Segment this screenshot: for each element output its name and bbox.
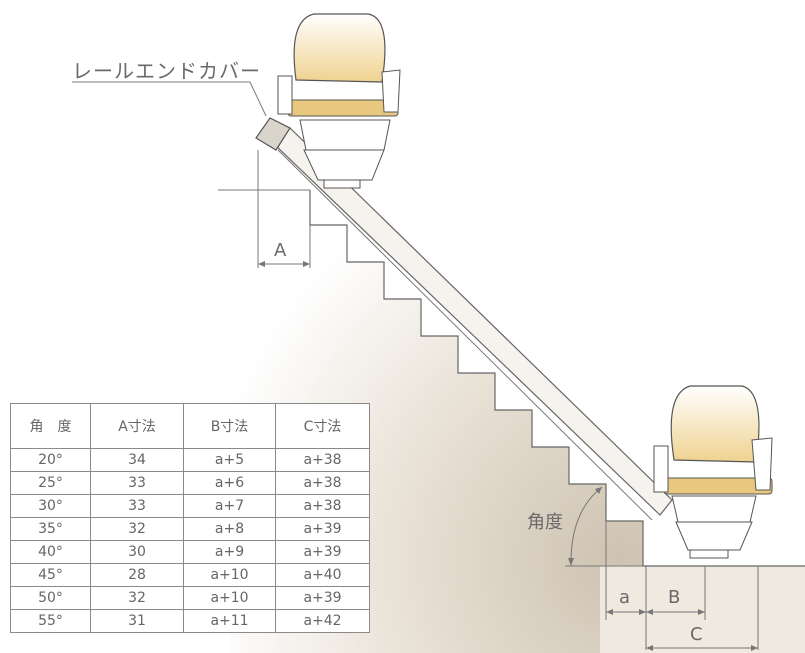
- table-cell: 30°: [10, 494, 91, 518]
- table-cell: a+11: [183, 609, 276, 633]
- table-cell: 32: [90, 517, 184, 541]
- table-cell: 35°: [10, 517, 91, 541]
- stairlift-chair-top: [277, 13, 401, 189]
- table-cell: 50°: [10, 586, 91, 610]
- stairlift-chair-bottom: [653, 385, 773, 559]
- table-cell: 40°: [10, 540, 91, 564]
- table-cell: a+6: [183, 471, 276, 495]
- table-cell: a+40: [275, 563, 370, 587]
- table-cell: a+42: [275, 609, 370, 633]
- table-cell: a+10: [183, 586, 276, 610]
- table-cell: a+9: [183, 540, 276, 564]
- angle-arc: [570, 486, 603, 567]
- table-cell: a+38: [275, 494, 370, 518]
- header-b-dimension: B寸法: [183, 403, 276, 449]
- table-cell: a+39: [275, 540, 370, 564]
- header-angle: 角 度: [10, 403, 91, 449]
- table-cell: a+39: [275, 517, 370, 541]
- table-cell: 20°: [10, 448, 91, 472]
- dimension-B-label: B: [668, 587, 681, 608]
- table-cell: a+38: [275, 471, 370, 495]
- table-cell: 25°: [10, 471, 91, 495]
- table-cell: 32: [90, 586, 184, 610]
- dimension-C-label: C: [690, 624, 703, 645]
- stair-wall-shading: [230, 190, 805, 653]
- table-cell: 31: [90, 609, 184, 633]
- table-cell: a+5: [183, 448, 276, 472]
- table-cell: a+10: [183, 563, 276, 587]
- table-cell: 33: [90, 471, 184, 495]
- header-a-dimension: A寸法: [90, 403, 184, 449]
- table-cell: 28: [90, 563, 184, 587]
- table-header-row: 角 度 A寸法 B寸法 C寸法: [10, 403, 370, 449]
- header-c-dimension: C寸法: [275, 403, 370, 449]
- table-cell: 30: [90, 540, 184, 564]
- table-cell: 45°: [10, 563, 91, 587]
- staircase: [309, 190, 805, 567]
- floor-shading: [600, 566, 805, 653]
- rail-end-cover: [255, 117, 291, 151]
- table-cell: 34: [90, 448, 184, 472]
- table-cell: 33: [90, 494, 184, 518]
- table-cell: a+7: [183, 494, 276, 518]
- table-cell: a+8: [183, 517, 276, 541]
- dimension-a-label: a: [619, 587, 631, 608]
- table-cell: a+39: [275, 586, 370, 610]
- table-cell: 55°: [10, 609, 91, 633]
- angle-label: 角度: [527, 512, 563, 533]
- rail-end-cover-label: レールエンドカバー: [72, 59, 261, 83]
- table-cell: a+38: [275, 448, 370, 472]
- dimension-A-label: A: [274, 240, 287, 261]
